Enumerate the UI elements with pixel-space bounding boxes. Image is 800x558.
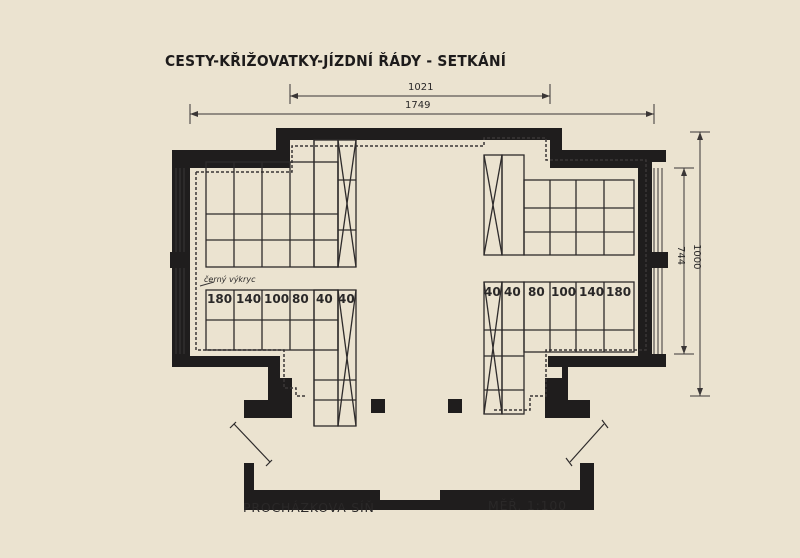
door-swings <box>229 419 609 467</box>
note-leader <box>199 281 215 287</box>
row-number: 100 <box>264 292 290 306</box>
dimension-total-height: 1000 <box>691 244 702 270</box>
left-lower-panels <box>205 289 357 427</box>
right-pier <box>650 252 668 268</box>
row-number: 100 <box>551 285 577 299</box>
row-number: 140 <box>579 285 605 299</box>
left-upper-panels <box>205 139 357 268</box>
row-number: 140 <box>236 292 262 306</box>
row-number: 40 <box>484 285 501 299</box>
room-wall-outline <box>172 128 666 418</box>
room-name: PROCHÁZKOVA SÍŇ <box>243 500 375 515</box>
scale-label: MĚŘ. 1:100 <box>488 498 567 513</box>
row-number: 180 <box>207 292 233 306</box>
black-backdrop-line <box>195 137 647 411</box>
left-window <box>175 168 185 354</box>
drawing-title: CESTY-KŘIŽOVATKY-JÍZDNÍ ŘÁDY - SETKÁNÍ <box>165 52 507 70</box>
right-upper-panels <box>483 154 635 256</box>
row-number: 80 <box>528 285 545 299</box>
left-pier <box>170 252 188 268</box>
right-lower-panels <box>483 281 635 415</box>
dimension-inner-height: 744 <box>675 246 686 266</box>
row-number: 40 <box>338 292 355 306</box>
right-window <box>653 168 663 354</box>
row-number: 180 <box>606 285 632 299</box>
backdrop-note: černý výkryc <box>204 275 256 284</box>
column-left <box>371 399 385 413</box>
dimension-total-width: 1749 <box>405 100 431 111</box>
dimension-arrows <box>190 93 703 396</box>
row-number: 40 <box>316 292 333 306</box>
column-right <box>448 399 462 413</box>
dimension-inner-width: 1021 <box>408 82 434 93</box>
row-number: 80 <box>292 292 309 306</box>
row-number: 40 <box>504 285 521 299</box>
